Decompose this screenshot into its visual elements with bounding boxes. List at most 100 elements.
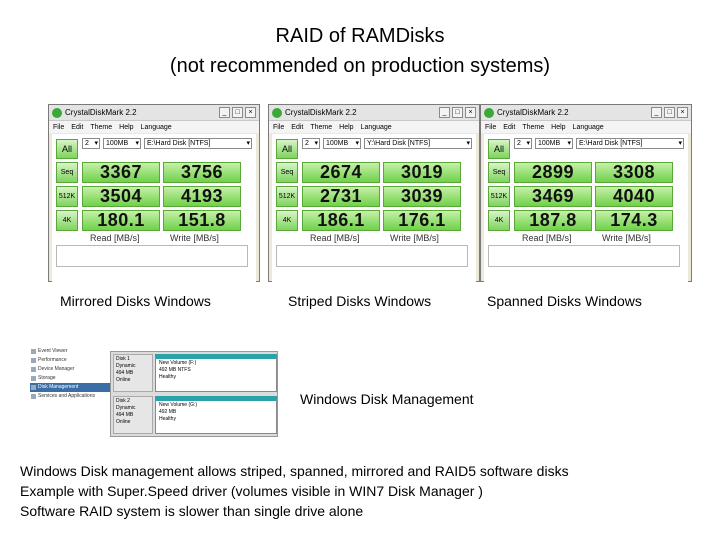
disk-layout-panel: Disk 1 Dynamic 494 MB Online New Volume …	[110, 351, 278, 437]
title-bar: CrystalDiskMark 2.2 _ □ ×	[481, 105, 691, 121]
maximize-icon[interactable]: □	[232, 107, 243, 118]
drive-select[interactable]: E:\Hard Disk [NTFS]	[144, 138, 252, 149]
seq-button[interactable]: Seq	[276, 162, 298, 183]
disk-info[interactable]: Disk 2 Dynamic 494 MB Online	[113, 396, 153, 434]
close-icon[interactable]: ×	[465, 107, 476, 118]
512k-button[interactable]: 512K	[276, 186, 298, 207]
close-icon[interactable]: ×	[677, 107, 688, 118]
512k-read-value: 2731	[302, 186, 380, 207]
menu-help[interactable]: Help	[119, 123, 134, 131]
disk-management-screenshot: Event Viewer Performance Device Manager …	[30, 345, 280, 437]
4k-write-value: 176.1	[383, 210, 461, 231]
disk-status: Online	[116, 377, 131, 383]
tree-item-performance[interactable]: Performance	[30, 356, 110, 365]
comment-field[interactable]	[56, 245, 248, 267]
caption-spanned: Spanned Disks Windows	[487, 293, 642, 309]
volume-status: Healthy	[159, 374, 176, 380]
menu-help[interactable]: Help	[551, 123, 566, 131]
benchmark-panel: All 2 100MB E:\Hard Disk [NTFS] Seq 3367…	[52, 134, 256, 282]
tree-item-storage[interactable]: Storage	[30, 374, 110, 383]
write-header: Write [MB/s]	[390, 233, 439, 243]
title-bar: CrystalDiskMark 2.2 _ □ ×	[49, 105, 259, 121]
drive-select[interactable]: E:\Hard Disk [NTFS]	[576, 138, 684, 149]
disk-type: Dynamic	[116, 405, 136, 411]
minimize-icon[interactable]: _	[219, 107, 230, 118]
benchmark-panel: All 2 100MB E:\Hard Disk [NTFS] Seq 2899…	[484, 134, 688, 282]
size-select[interactable]: 100MB	[535, 138, 573, 149]
minimize-icon[interactable]: _	[651, 107, 662, 118]
4k-button[interactable]: 4K	[488, 210, 510, 231]
tree-item-device-manager[interactable]: Device Manager	[30, 365, 110, 374]
all-button[interactable]: All	[488, 139, 510, 159]
4k-read-value: 186.1	[302, 210, 380, 231]
disk-info[interactable]: Disk 1 Dynamic 494 MB Online	[113, 354, 153, 392]
volume-block[interactable]: New Volume (F:) 492 MB NTFS Healthy	[155, 354, 277, 392]
title-bar: CrystalDiskMark 2.2 _ □ ×	[269, 105, 479, 121]
passes-select[interactable]: 2	[302, 138, 320, 149]
note-line: Software RAID system is slower than sing…	[20, 503, 364, 519]
all-button[interactable]: All	[56, 139, 78, 159]
drive-select[interactable]: Y:\Hard Disk [NTFS]	[364, 138, 472, 149]
close-icon[interactable]: ×	[245, 107, 256, 118]
4k-button[interactable]: 4K	[56, 210, 78, 231]
size-select[interactable]: 100MB	[103, 138, 141, 149]
tree-item-services[interactable]: Services and Applications	[30, 392, 110, 401]
menu-language[interactable]: Language	[572, 123, 604, 131]
volume-block[interactable]: New Volume (G:) 492 MB Healthy	[155, 396, 277, 434]
app-icon	[484, 107, 494, 118]
512k-button[interactable]: 512K	[488, 186, 510, 207]
menu-bar: File Edit Theme Help Language	[49, 121, 259, 133]
menu-language[interactable]: Language	[360, 123, 392, 131]
notes: Windows Disk management allows striped, …	[20, 461, 569, 521]
menu-edit[interactable]: Edit	[71, 123, 84, 131]
cdm-window-mirrored: CrystalDiskMark 2.2 _ □ × File Edit Them…	[48, 104, 260, 282]
caption-mirrored: Mirrored Disks Windows	[60, 293, 211, 309]
write-header: Write [MB/s]	[602, 233, 651, 243]
512k-write-value: 3039	[383, 186, 461, 207]
512k-button[interactable]: 512K	[56, 186, 78, 207]
seq-button[interactable]: Seq	[56, 162, 78, 183]
menu-edit[interactable]: Edit	[503, 123, 516, 131]
tree-item-disk-management[interactable]: Disk Management	[30, 383, 110, 392]
menu-edit[interactable]: Edit	[291, 123, 304, 131]
passes-select[interactable]: 2	[82, 138, 100, 149]
menu-file[interactable]: File	[53, 123, 65, 131]
menu-language[interactable]: Language	[140, 123, 172, 131]
cdm-window-striped: CrystalDiskMark 2.2 _ □ × File Edit Them…	[268, 104, 480, 282]
menu-theme[interactable]: Theme	[522, 123, 545, 131]
comment-field[interactable]	[488, 245, 680, 267]
512k-read-value: 3469	[514, 186, 592, 207]
4k-button[interactable]: 4K	[276, 210, 298, 231]
disk-name: Disk 1	[116, 356, 130, 362]
volume-status: Healthy	[159, 416, 176, 422]
seq-write-value: 3756	[163, 162, 241, 183]
menu-theme[interactable]: Theme	[310, 123, 333, 131]
comment-field[interactable]	[276, 245, 468, 267]
maximize-icon[interactable]: □	[452, 107, 463, 118]
disk-size: 494 MB	[116, 370, 134, 376]
512k-write-value: 4040	[595, 186, 673, 207]
size-select[interactable]: 100MB	[323, 138, 361, 149]
disk-name: Disk 2	[116, 398, 130, 404]
volume-name: New Volume (F:)	[159, 360, 197, 366]
seq-write-value: 3308	[595, 162, 673, 183]
write-header: Write [MB/s]	[170, 233, 219, 243]
minimize-icon[interactable]: _	[439, 107, 450, 118]
maximize-icon[interactable]: □	[664, 107, 675, 118]
passes-select[interactable]: 2	[514, 138, 532, 149]
cdm-window-spanned: CrystalDiskMark 2.2 _ □ × File Edit Them…	[480, 104, 692, 282]
menu-file[interactable]: File	[273, 123, 285, 131]
read-header: Read [MB/s]	[310, 233, 360, 243]
all-button[interactable]: All	[276, 139, 298, 159]
tree-item-event-viewer[interactable]: Event Viewer	[30, 347, 110, 356]
menu-bar: File Edit Theme Help Language	[269, 121, 479, 133]
menu-help[interactable]: Help	[339, 123, 354, 131]
menu-file[interactable]: File	[485, 123, 497, 131]
seq-button[interactable]: Seq	[488, 162, 510, 183]
4k-write-value: 151.8	[163, 210, 241, 231]
menu-theme[interactable]: Theme	[90, 123, 113, 131]
benchmark-panel: All 2 100MB Y:\Hard Disk [NTFS] Seq 2674…	[272, 134, 476, 282]
disk-status: Online	[116, 419, 131, 425]
disk-type: Dynamic	[116, 363, 136, 369]
512k-write-value: 4193	[163, 186, 241, 207]
